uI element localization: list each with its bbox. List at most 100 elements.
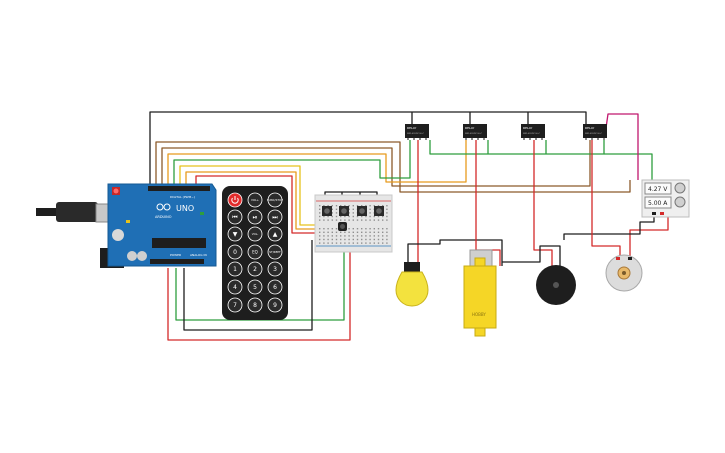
breadboard-hole <box>369 208 371 210</box>
breadboard-hole <box>348 208 350 210</box>
arduino-brand-label: UNO <box>176 204 194 213</box>
breadboard-hole <box>335 242 338 244</box>
next-label: ⏭ <box>272 214 278 221</box>
relay-pin <box>425 138 427 140</box>
breadboard-hole <box>386 235 388 237</box>
breadboard-hole <box>356 228 359 230</box>
voltage-knob[interactable] <box>674 182 686 194</box>
vol-up-label: VOL+ <box>251 198 260 202</box>
next-button[interactable] <box>267 209 283 225</box>
digit-9-button[interactable] <box>267 297 283 313</box>
push-buttons <box>322 206 384 216</box>
breadboard-hole <box>365 238 367 241</box>
breadboard-hole <box>365 242 367 244</box>
breadboard-hole <box>361 238 363 241</box>
digit-1-button[interactable] <box>227 261 243 277</box>
eq-label: EQ <box>252 249 258 254</box>
motor-label: HOBBY <box>472 312 486 317</box>
breadboard-hole <box>377 228 380 230</box>
digit-0-button[interactable] <box>227 244 243 260</box>
breadboard-hole <box>335 231 338 233</box>
up-button[interactable] <box>267 226 283 242</box>
vol-up-button[interactable] <box>247 192 263 208</box>
terminal-positive <box>660 212 664 215</box>
prev-button[interactable] <box>227 209 243 225</box>
vol-down-button[interactable] <box>247 226 263 242</box>
breadboard-hole <box>386 208 388 210</box>
digit-8-button[interactable] <box>247 297 263 313</box>
breadboard-hole <box>369 215 371 218</box>
breadboard-hole <box>348 205 350 207</box>
arduino-analog-label: ANALOG IN <box>190 253 207 257</box>
arduino-logo-icon <box>156 203 164 211</box>
down-button[interactable] <box>227 226 243 242</box>
wire-green-relay-link <box>429 140 605 155</box>
breadboard-hole <box>369 235 371 237</box>
breadboard-hole <box>327 219 329 221</box>
digit-4-label: 4 <box>233 284 237 291</box>
breadboard-hole <box>327 205 329 207</box>
digit-6-button[interactable] <box>267 279 283 295</box>
breadboard-hole <box>352 215 354 218</box>
breadboard-hole <box>323 231 325 233</box>
hobby-gear-motor[interactable]: HOBBY <box>463 249 497 337</box>
digit-3-button[interactable] <box>267 261 283 277</box>
breadboard-hole <box>340 235 342 237</box>
breadboard-hole <box>373 228 375 230</box>
breadboard-hole <box>365 231 367 233</box>
breadboard-hole <box>352 208 354 210</box>
light-bulb[interactable] <box>395 262 429 307</box>
breadboard-hole <box>319 212 321 214</box>
power-supply[interactable]: 4.27 V 5.00 A <box>641 179 690 218</box>
breadboard-hole <box>335 212 338 214</box>
motor-shaft <box>474 327 486 337</box>
wire-brown-relay2 <box>161 140 591 187</box>
relay-pin <box>465 138 467 140</box>
breadboard-hole <box>382 228 384 230</box>
breadboard-hole <box>386 238 388 241</box>
breadboard-hole <box>340 205 342 207</box>
bulb-glass <box>395 271 429 307</box>
arduino-uno-board[interactable]: UNO ARDUINO DIGITAL (PWM~) POWER ANALOG … <box>36 183 217 268</box>
mini-breadboard[interactable] <box>314 194 393 253</box>
func-stop-button[interactable] <box>267 192 283 208</box>
breadboard-hole <box>361 205 363 207</box>
breadboard-hole <box>344 235 346 237</box>
wire-red-fan <box>591 140 621 260</box>
breadboard-hole <box>361 215 363 218</box>
breadboard-hole <box>382 219 384 221</box>
play-pause-button[interactable] <box>247 209 263 225</box>
breadboard-hole <box>369 231 371 233</box>
breadboard-hole <box>331 219 333 221</box>
breadboard-hole <box>319 215 321 218</box>
current-knob[interactable] <box>674 196 686 208</box>
wire-black-lower <box>183 240 313 331</box>
wire-red-lower <box>167 240 351 341</box>
digit-5-button[interactable] <box>247 279 263 295</box>
breadboard-hole <box>331 205 333 207</box>
breadboard-hole <box>331 235 333 237</box>
breadboard-hole <box>348 228 350 230</box>
digit-7-button[interactable] <box>227 297 243 313</box>
push-button-cap <box>359 208 365 214</box>
breadboard-hole <box>377 215 380 218</box>
dc-motor[interactable] <box>605 254 643 292</box>
bulb-base <box>404 262 420 272</box>
breadboard-hole <box>377 238 380 241</box>
breadboard-hole <box>356 231 359 233</box>
arduino-maker-label: ARDUINO <box>155 215 172 219</box>
breadboard-hole <box>348 238 350 241</box>
eq-button[interactable] <box>247 244 263 260</box>
breadboard-hole <box>344 242 346 244</box>
st-rept-button[interactable] <box>267 244 283 260</box>
digit-2-button[interactable] <box>247 261 263 277</box>
breadboard-hole <box>348 215 350 218</box>
digit-4-button[interactable] <box>227 279 243 295</box>
breadboard-hole <box>331 215 333 218</box>
piezo-buzzer[interactable] <box>536 265 576 305</box>
